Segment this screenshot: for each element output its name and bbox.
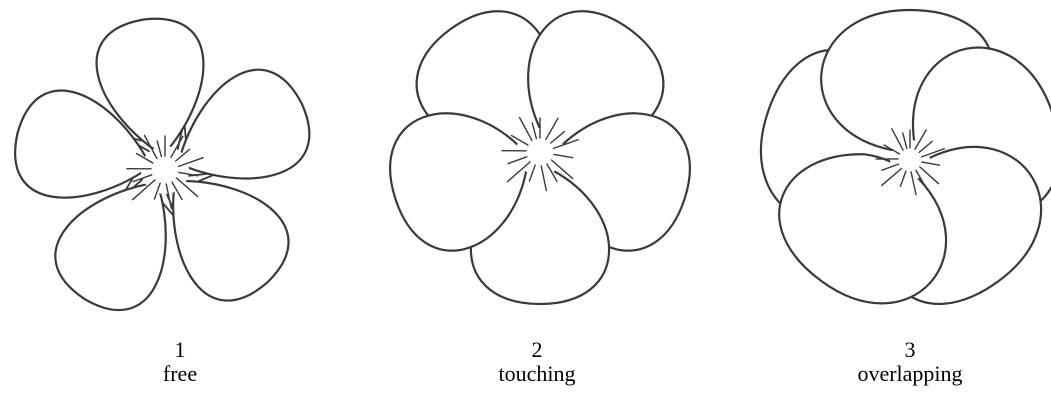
panel-touching: 2 touching: [350, 0, 710, 414]
panel-overlapping: 3 overlapping: [730, 0, 1051, 414]
flower-overlapping-drawing: [730, 0, 1051, 330]
flower-touching-drawing: [350, 0, 710, 330]
flower-free-drawing: [0, 0, 350, 330]
panel-number: 3: [810, 338, 1010, 362]
caption-overlapping: 3 overlapping: [810, 338, 1010, 386]
panel-label: free: [80, 362, 280, 386]
panel-free: 1 free: [0, 0, 350, 414]
panel-number: 1: [80, 338, 280, 362]
panel-label: overlapping: [810, 362, 1010, 386]
panel-label: touching: [437, 362, 637, 386]
panel-number: 2: [437, 338, 637, 362]
caption-touching: 2 touching: [437, 338, 637, 386]
caption-free: 1 free: [80, 338, 280, 386]
